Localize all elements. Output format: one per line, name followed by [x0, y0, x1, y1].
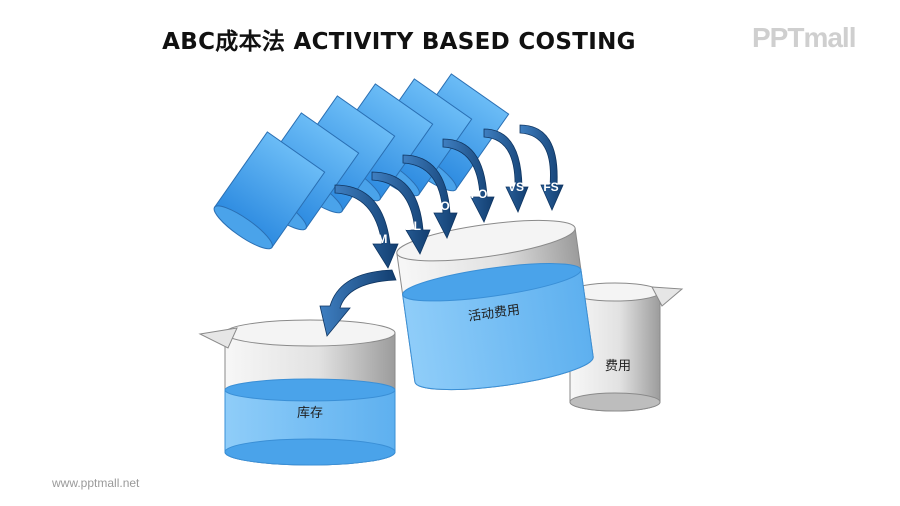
driver-label-fs: FS [543, 180, 558, 194]
driver-arrow-dm: DM [334, 184, 399, 269]
driver-arrow-fo: FO [442, 138, 495, 223]
page-title: ABC成本法 ACTIVITY BASED COSTING [162, 29, 636, 55]
footer-url: www.pptmall.net [52, 476, 140, 490]
brand-logo: PPTmall [752, 22, 856, 53]
tilted-beaker-1 [213, 131, 326, 250]
driver-label-fo: FO [471, 187, 488, 201]
driver-label-dl: DL [405, 219, 421, 233]
inventory-label: 库存 [297, 405, 323, 421]
activity-label: 活动费用 [467, 303, 521, 325]
driver-arrow-vo: VO [402, 154, 458, 239]
expense-beaker: 费用 [569, 282, 684, 412]
activity-beaker: 活动费用 [396, 219, 594, 391]
driver-arrow-vs: VS [483, 128, 529, 213]
expense-label: 费用 [605, 359, 631, 374]
driver-arrows: DM DL VO FO VS FS [334, 124, 564, 269]
inventory-beaker: 库存 [198, 319, 396, 466]
driver-label-vo: VO [432, 199, 449, 213]
driver-label-vs: VS [508, 180, 524, 194]
driver-label-dm: DM [369, 232, 388, 246]
tilted-beakers [213, 73, 510, 250]
activity-to-inventory-arrow [319, 269, 397, 337]
driver-arrow-fs: FS [519, 124, 564, 211]
driver-arrow-dl: DL [371, 171, 431, 255]
